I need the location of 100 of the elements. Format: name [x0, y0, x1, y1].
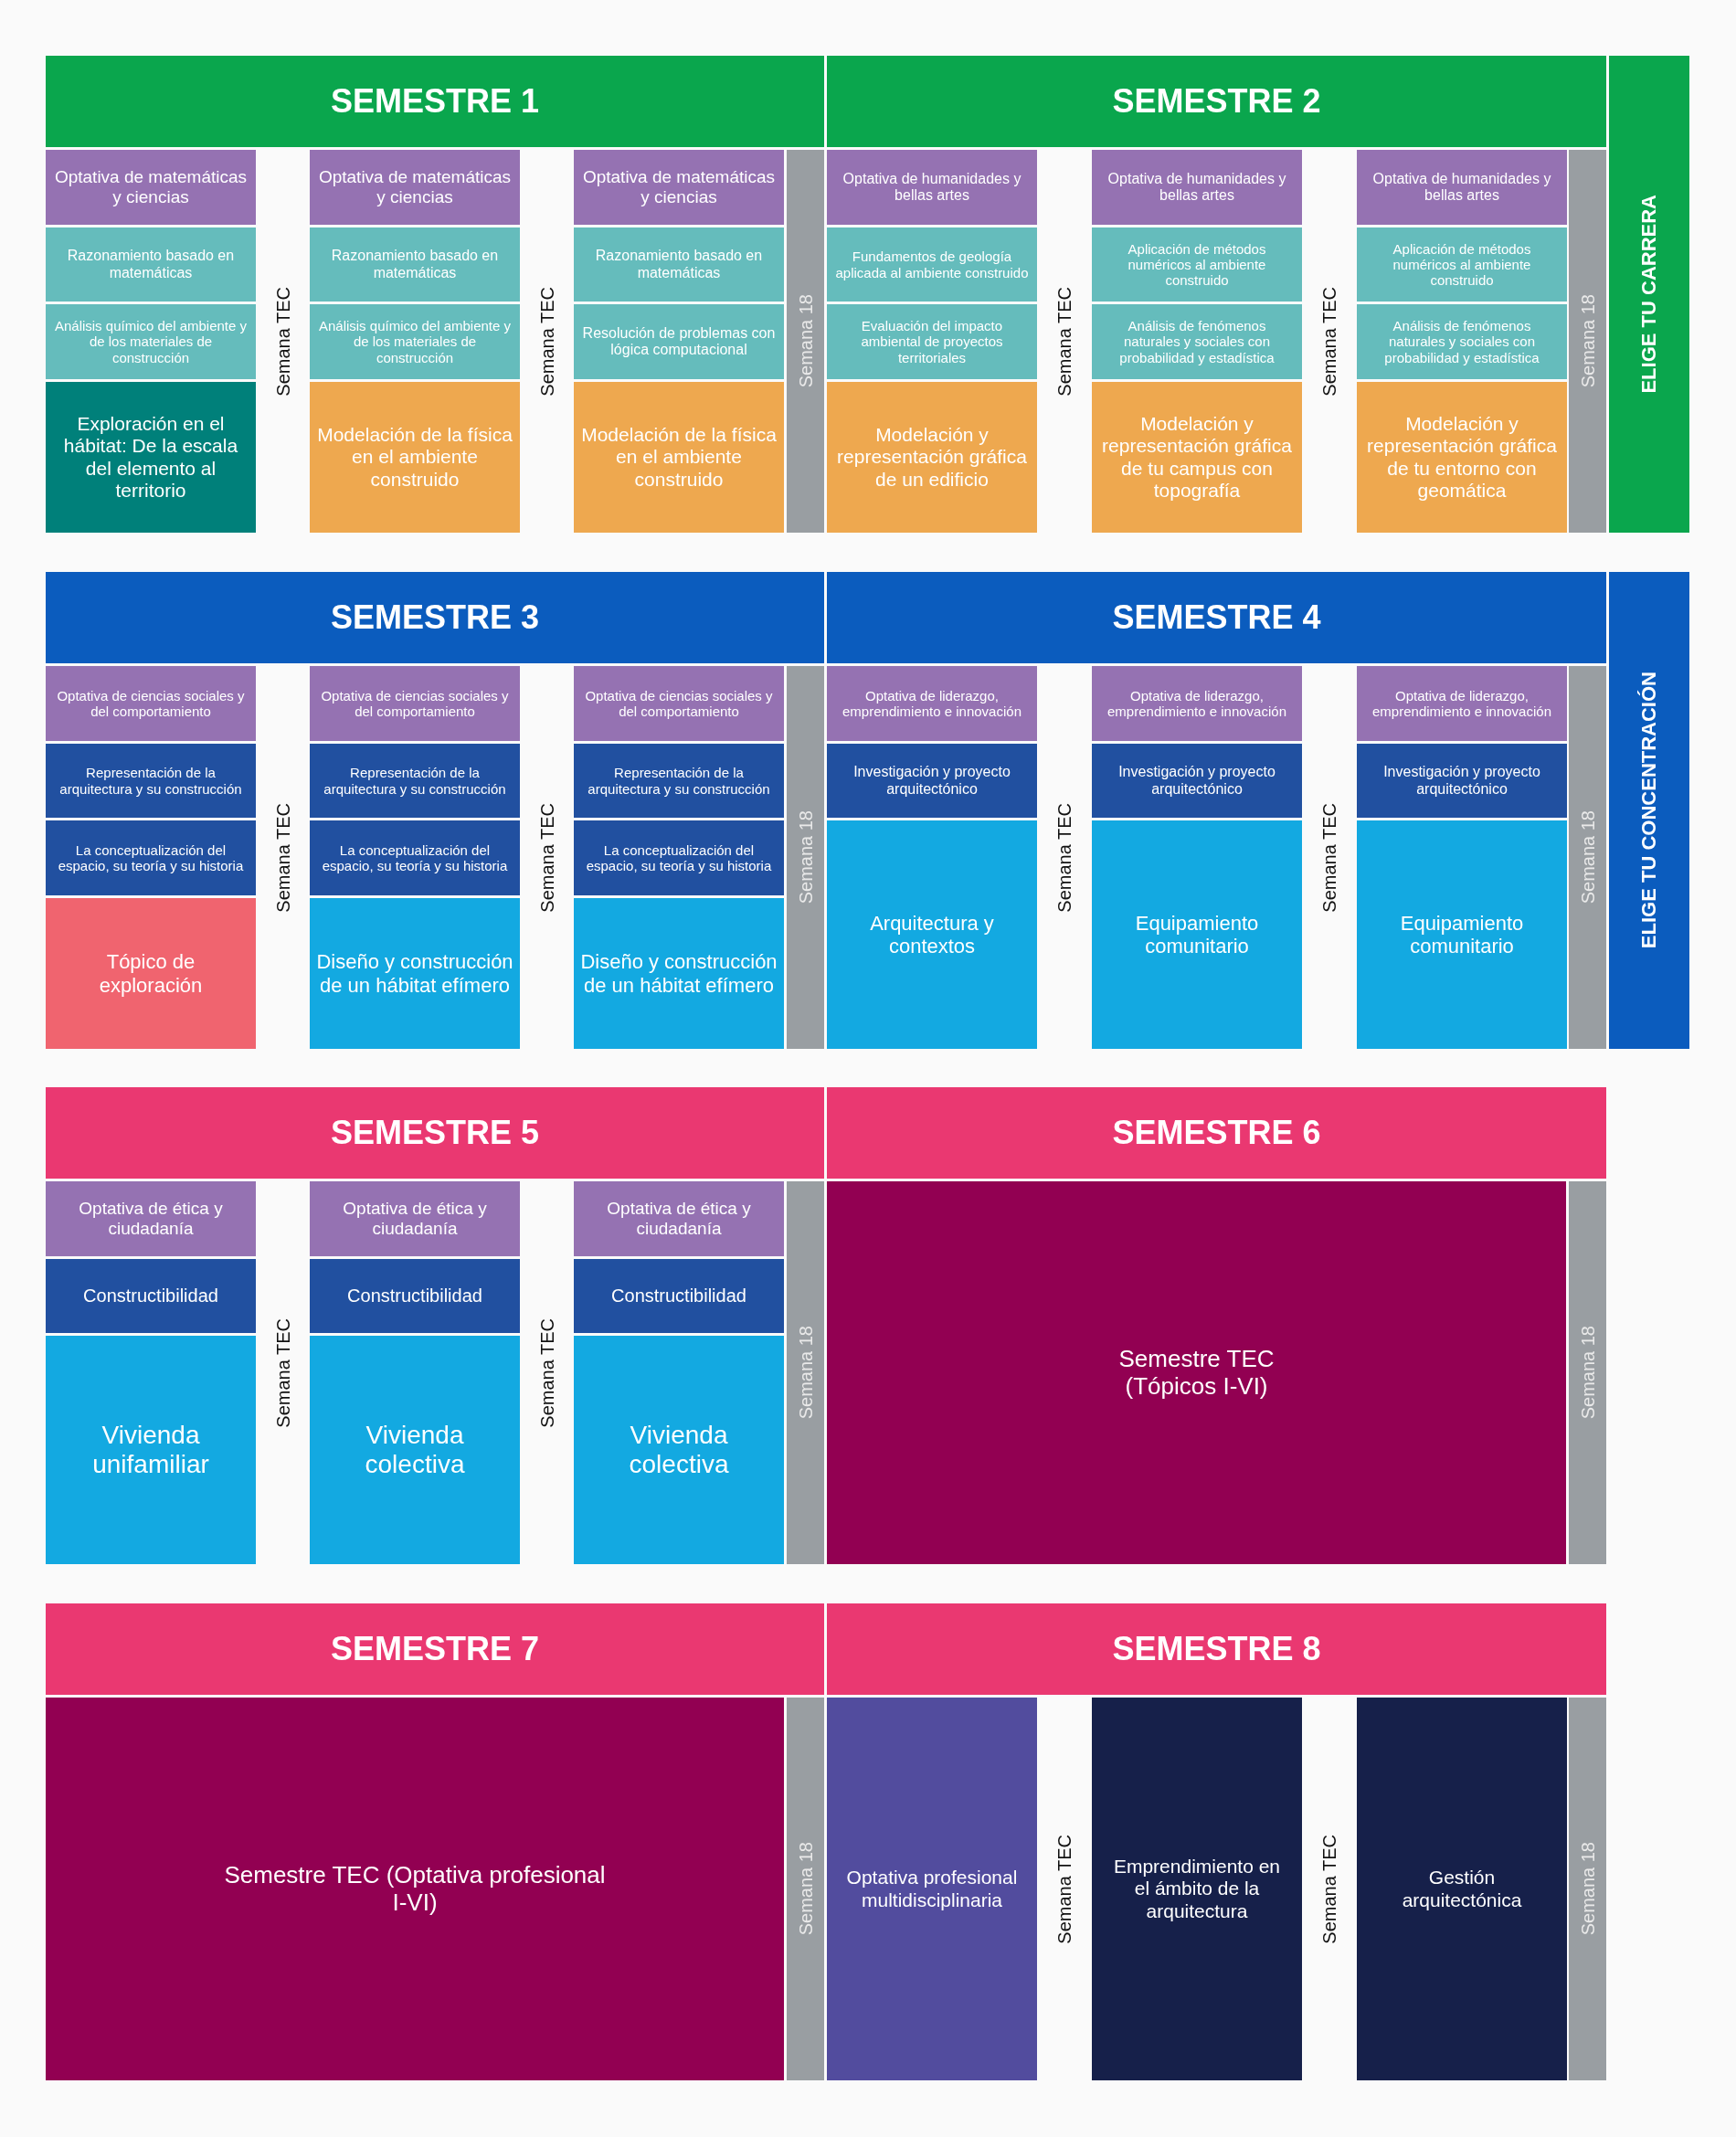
course-box [574, 304, 784, 379]
elective-course-box [827, 150, 1037, 225]
week-label: Semana TEC [272, 286, 293, 397]
course-name: Modelación y representación gráfica de un edificio [836, 424, 1028, 491]
week-label: Semana 18 [795, 1842, 816, 1936]
course-name: Investigación y proyecto arquitectónico [1117, 764, 1276, 798]
elective-course-box [310, 666, 520, 741]
course-name: Modelación de la física en el ambiente construido [316, 424, 513, 491]
elective-course-box [46, 1181, 256, 1256]
course-name: Modelación y representación gráfica de tu entorno con geomática [1366, 413, 1558, 502]
week-label: Semana TEC [272, 802, 293, 913]
course-box [310, 898, 520, 1049]
course-name: Tópico de exploración [98, 950, 204, 997]
week-bar [1569, 666, 1606, 1049]
semester-title: SEMESTRE 3 [330, 598, 540, 637]
elective-course-box [1092, 666, 1302, 741]
course-box [1357, 227, 1567, 302]
course-box [310, 382, 520, 533]
course-box [574, 227, 784, 302]
course-box [1357, 744, 1567, 818]
course-box [827, 304, 1037, 379]
semester-title: SEMESTRE 1 [330, 82, 540, 121]
course-name: Investigación y proyecto arquitectónico [1382, 764, 1541, 798]
course-name: Razonamiento basado en matemáticas [594, 248, 764, 281]
course-name: Constructibilidad [611, 1285, 746, 1307]
course-name: Modelación y representación gráfica de tu campus con topografía [1101, 413, 1293, 502]
week-label: Semana TEC [536, 802, 557, 913]
course-name: Diseño y construcción de un hábitat efímero [316, 950, 513, 997]
semester-title: SEMESTRE 7 [330, 1630, 540, 1668]
course-name: Representación de la arquitectura y su construcción [58, 765, 243, 797]
course-box [46, 1336, 256, 1564]
course-box [574, 1259, 784, 1333]
course-box [1092, 227, 1302, 302]
banner-text: ELIGE TU CONCENTRACIÓN [1637, 672, 1661, 949]
elective-course-box [46, 666, 256, 741]
course-name: Aplicación de métodos numéricos al ambiente construido [1127, 240, 1267, 289]
course-name: Razonamiento basado en matemáticas [66, 248, 236, 281]
course-name: Optativa de ciencias sociales y del comportamiento [584, 687, 774, 720]
course-name: Optativa de matemáticas y ciencias [53, 167, 249, 207]
course-name: Constructibilidad [83, 1285, 218, 1307]
course-name: Aplicación de métodos numéricos al ambiente construido [1392, 240, 1532, 289]
course-name: Análisis químico del ambiente y de los materiales de construcción [317, 318, 513, 365]
course-box [310, 744, 520, 818]
course-name: Modelación de la física en el ambiente construido [580, 424, 778, 491]
course-name: Semestre TEC (Optativa profesional I-VI) [223, 1861, 607, 1917]
course-name: Representación de la arquitectura y su construcción [587, 765, 771, 797]
course-block [827, 1181, 1566, 1564]
side-banner [1609, 56, 1689, 533]
course-name: La conceptualización del espacio, su teoría y su historia [585, 841, 773, 874]
week-label: Semana TEC [1054, 286, 1074, 397]
course-box [1092, 1698, 1302, 2080]
course-box [574, 898, 784, 1049]
week-bar [1569, 1698, 1606, 2080]
course-name: Optativa de ética y ciudadanía [342, 1199, 488, 1239]
course-box [310, 227, 520, 302]
course-name: Optativa de liderazgo, emprendimiento e innovación [1371, 687, 1552, 720]
course-name: Optativa profesional multidisciplinaria [845, 1867, 1019, 1911]
course-name: Resolución de problemas con lógica computacional [581, 324, 777, 359]
course-name: Vivienda unifamiliar [91, 1420, 210, 1480]
week-label: Semana 18 [1577, 1842, 1598, 1936]
week-label: Semana 18 [795, 1326, 816, 1420]
course-name: Fundamentos de geología aplicada al ambiente construido [834, 249, 1030, 280]
side-banner [1609, 572, 1689, 1049]
course-box [574, 744, 784, 818]
semester-title: SEMESTRE 8 [1112, 1630, 1321, 1668]
elective-course-box [1092, 150, 1302, 225]
course-box [1357, 382, 1567, 533]
elective-course-box [574, 666, 784, 741]
course-name: Emprendimiento en el ámbito de la arquitectura [1112, 1856, 1282, 1922]
course-name: Optativa de humanidades y bellas artes [1106, 170, 1287, 205]
course-name: Semestre TEC (Tópicos I-VI) [1117, 1345, 1276, 1401]
week-label: Semana TEC [1054, 802, 1074, 913]
course-box [46, 744, 256, 818]
week-bar [787, 666, 824, 1049]
course-name: Investigación y proyecto arquitectónico [852, 764, 1011, 798]
course-box [827, 1698, 1037, 2080]
course-name: Optativa de matemáticas y ciencias [581, 167, 777, 207]
course-box [46, 227, 256, 302]
course-box [827, 382, 1037, 533]
course-box [827, 744, 1037, 818]
course-box [574, 820, 784, 895]
course-name: Optativa de ética y ciudadanía [78, 1199, 224, 1239]
course-name: Optativa de ciencias sociales y del comportamiento [320, 687, 510, 720]
course-name: La conceptualización del espacio, su teoría y su historia [321, 841, 509, 874]
week-label: Semana 18 [795, 294, 816, 388]
elective-course-box [1357, 666, 1567, 741]
course-name: Equipamiento comunitario [1399, 911, 1525, 958]
week-label: Semana 18 [1577, 1326, 1598, 1420]
course-name: Optativa de matemáticas y ciencias [317, 167, 513, 207]
course-box [1092, 304, 1302, 379]
week-label: Semana 18 [1577, 294, 1598, 388]
course-name: Equipamiento comunitario [1134, 911, 1260, 958]
course-name: Análisis químico del ambiente y de los materiales de construcción [53, 318, 249, 365]
week-label: Semana TEC [272, 1317, 293, 1428]
course-box [827, 227, 1037, 302]
course-box [1357, 820, 1567, 1049]
elective-course-box [1357, 150, 1567, 225]
week-label: Semana TEC [1319, 802, 1339, 913]
course-name: Análisis de fenómenos naturales y sociales con probabilidad y estadística [1383, 318, 1540, 365]
elective-course-box [46, 150, 256, 225]
